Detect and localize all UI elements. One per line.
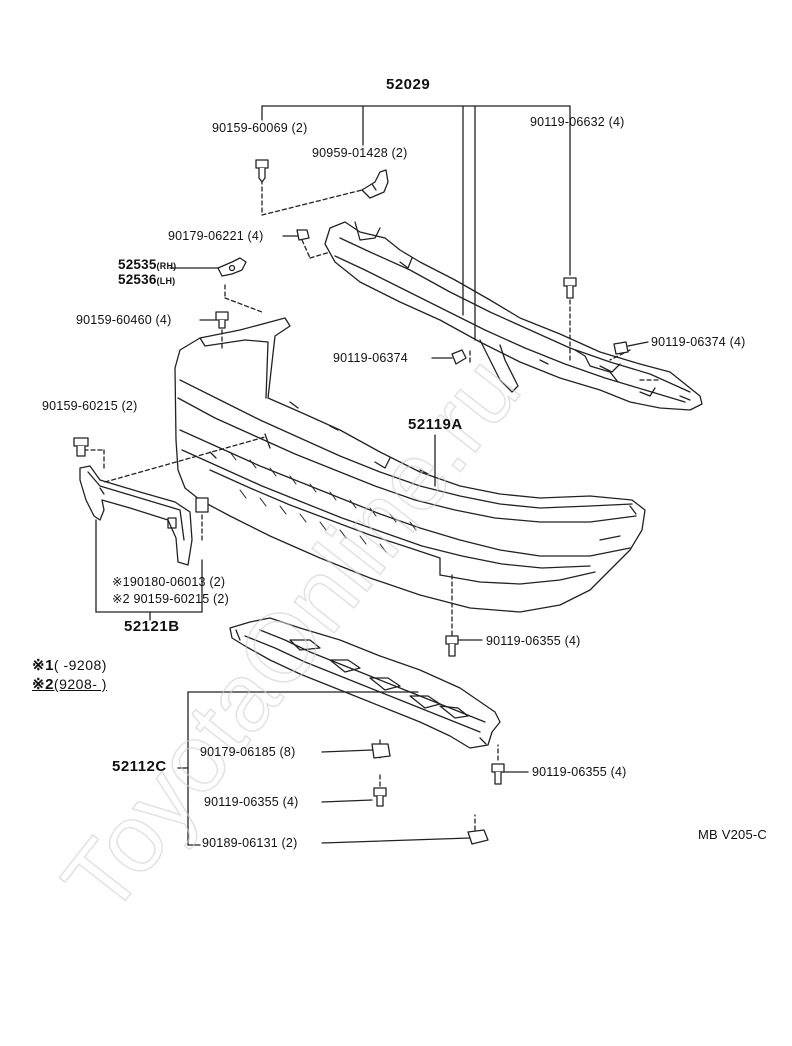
bumper-cover: [174, 317, 646, 613]
fasteners: [73, 159, 629, 845]
label-leaders: [169, 235, 649, 773]
part-90179-06221: 90179-06221 (4): [168, 229, 264, 243]
bumper-reinforcement: [324, 221, 703, 411]
undercover-leader: [177, 691, 471, 846]
bumper-grille: [229, 451, 417, 553]
assembly-52112C: 52112C: [112, 758, 167, 775]
bracket-rh-suffix: (RH): [156, 261, 177, 271]
assembly-52121B: 52121B: [124, 618, 180, 635]
note-1-mark: ※1: [32, 657, 54, 674]
dashed-guides: [83, 179, 661, 831]
bracket-lh-number: 52536(LH): [118, 273, 175, 288]
bracket-rh-number: 52535(RH): [118, 258, 176, 273]
assembly-52119A: 52119A: [408, 416, 463, 433]
note-2: ※2(9208- ): [32, 677, 107, 692]
under-cover: [229, 617, 501, 749]
bracket-rh-code: 52535: [118, 257, 157, 272]
part-90159-60460: 90159-60460 (4): [76, 313, 172, 327]
note-1: ※1( -9208): [32, 658, 107, 673]
note-1-range: ( -9208): [53, 657, 107, 673]
part-90959-01428: 90959-01428 (2): [312, 146, 408, 160]
bracket-lh-code: 52536: [118, 272, 157, 287]
note-2-range: (9208- ): [53, 676, 107, 692]
assembly-52029: 52029: [386, 76, 431, 93]
part-90179-06185: 90179-06185 (8): [200, 745, 296, 759]
part-90119-06355-under: 90119-06355 (4): [204, 795, 299, 809]
bracket-leader: [95, 519, 203, 621]
note-2-mark: ※2: [32, 676, 54, 693]
part-90119-06355-bumper: 90119-06355 (4): [486, 634, 581, 648]
part-90159-60069: 90159-60069 (2): [212, 121, 308, 135]
part-90119-06355-right: 90119-06355 (4): [532, 765, 627, 779]
part-90119-06374-right: 90119-06374 (4): [651, 335, 746, 349]
part-90189-06131: 90189-06131 (2): [202, 836, 298, 850]
part-90159-60215: 90159-60215 (2): [42, 399, 138, 413]
bracket-lh-suffix: (LH): [156, 276, 176, 286]
part-90180-06013: ※190180-06013 (2): [112, 575, 226, 589]
reinforcement-leaders: [261, 105, 571, 341]
part-90119-06374-center: 90119-06374: [333, 351, 408, 365]
side-bracket: [217, 257, 247, 277]
license-bracket: [79, 465, 193, 566]
part-90159-60215-alt: ※2 90159-60215 (2): [112, 592, 229, 606]
part-90119-06632: 90119-06632 (4): [530, 115, 625, 129]
bracket-90959: [361, 169, 389, 199]
diagram-code: MB V205-C: [698, 827, 767, 842]
